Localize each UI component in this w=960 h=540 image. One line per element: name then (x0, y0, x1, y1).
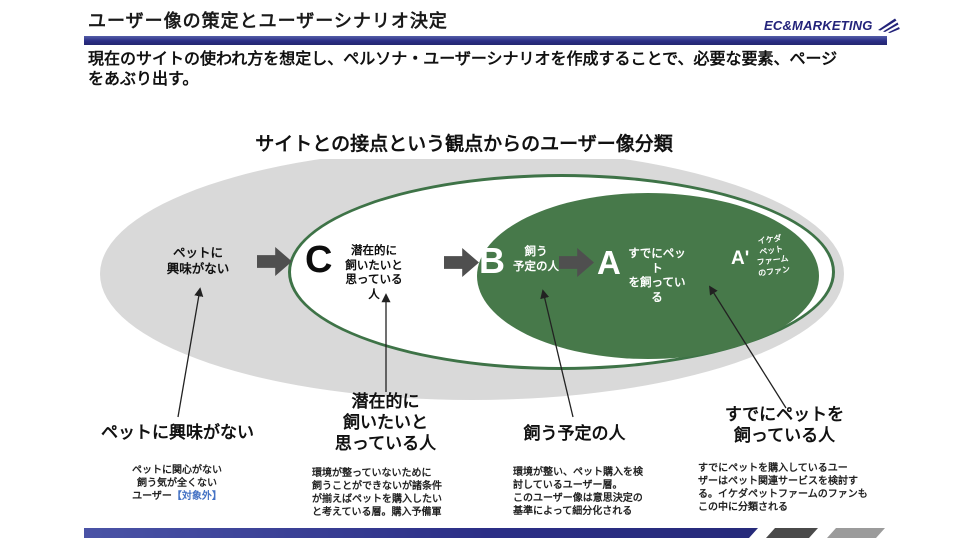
callout-desc-a: すでにペットを購入しているユー ザーはペット関連サービスを検討す る。イケダペッ… (698, 463, 868, 513)
footer-bar-light (827, 528, 885, 538)
brand-logo: EC&MARKETING (764, 17, 900, 33)
page-title: ユーザー像の策定とユーザーシナリオ決定 (88, 11, 448, 31)
segment-letter-a: A (597, 244, 621, 281)
segment-label-a: すでにペット を飼っている (628, 248, 686, 304)
callout-desc-outside: ペットに関心がない 飼う気が全くない ユーザー【対象外】 (112, 464, 242, 503)
callout-desc-text: ペットに関心がない 飼う気が全くない ユーザー (132, 465, 222, 502)
region-label-outside: ペットに 興味がない (166, 246, 230, 276)
segment-label-b: 飼う 予定の人 (513, 246, 559, 273)
excluded-badge: 【対象外】 (171, 491, 222, 502)
callout-desc-c: 環境が整っていないために 飼うことができないが諸条件 が揃えばペットを購入したい… (312, 468, 442, 518)
segment-label-a-prime: イケダ ペット ファーム のファン (756, 233, 791, 278)
callout-desc-b: 環境が整い、ペット購入を検 討しているユーザー層。 このユーザー像は意思決定の … (513, 467, 643, 517)
segment-label-c: 潜在的に 飼いたいと 思っている人 (345, 245, 403, 301)
callout-title-outside: ペットに興味がない (101, 423, 254, 442)
logo-swoosh-icon (877, 18, 900, 33)
footer-bar-blue (84, 528, 758, 538)
segment-letter-c: C (305, 239, 333, 281)
segment-letter-b: B (479, 240, 505, 281)
diagram-title: サイトとの接点という観点からのユーザー像分類 (238, 128, 690, 159)
brand-logo-text: EC&MARKETING (764, 17, 873, 33)
intro-text: 現在のサイトの使われ方を想定し、ペルソナ・ユーザーシナリオを作成することで、必要… (88, 51, 838, 88)
callout-title-b: 飼う予定の人 (523, 424, 626, 443)
footer-bar-dark (766, 528, 818, 538)
header-rule (84, 36, 887, 45)
callout-title-a: すでにペットを 飼っている人 (724, 405, 845, 445)
callout-title-c: 潜在的に 飼いたいと 思っている人 (334, 392, 437, 453)
segment-letter-a-prime: A' (731, 248, 750, 269)
